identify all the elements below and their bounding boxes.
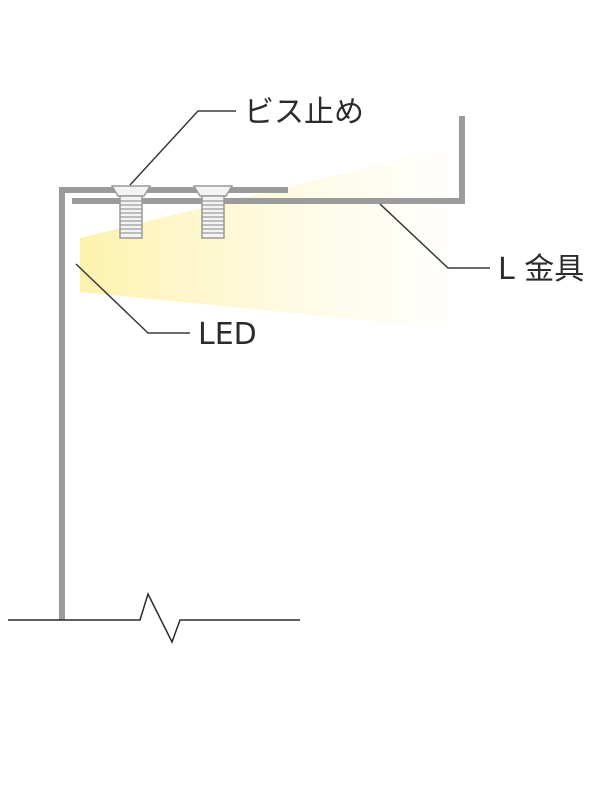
- led-leader-line: [75, 263, 190, 334]
- screw-leader-line: [129, 110, 236, 186]
- bracket-leader-line: [379, 203, 490, 269]
- screw-icon: [110, 185, 152, 239]
- break-line: [8, 591, 300, 644]
- led-light-beam: [80, 144, 464, 330]
- bracket-label: L 金具: [498, 252, 584, 287]
- screw-icon: [192, 185, 234, 239]
- screw-label: ビス止め: [244, 95, 364, 130]
- led-label: LED: [198, 317, 257, 352]
